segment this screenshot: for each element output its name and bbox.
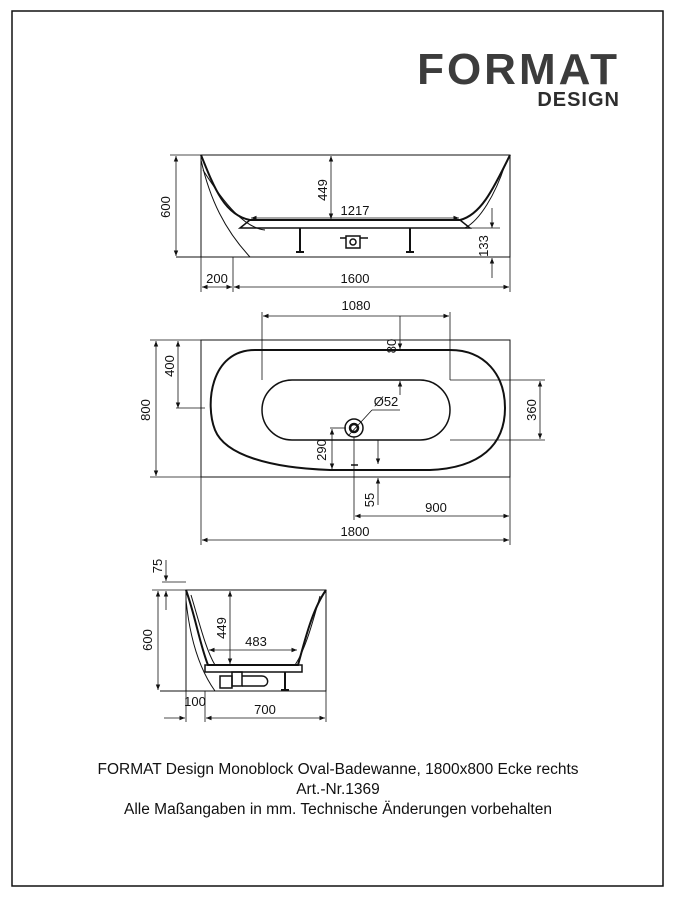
end-view-dimensions: [152, 560, 327, 722]
top-inner-width-label: 360: [524, 399, 539, 421]
side-inner-length-label: 1217: [341, 203, 370, 218]
caption-product: FORMAT Design Monoblock Oval-Badewanne, …: [97, 761, 579, 778]
side-leg-height-label: 133: [476, 235, 491, 257]
sheet-border: [11, 10, 664, 887]
side-view: [176, 154, 511, 258]
brand-name: FORMAT: [417, 45, 620, 94]
side-length-label: 1600: [341, 271, 370, 286]
side-depth-label: 449: [315, 179, 330, 201]
top-overflow-offset-label: 55: [362, 493, 377, 507]
end-inner-width-label: 483: [245, 634, 267, 649]
brand-logo: FORMAT DESIGN: [417, 45, 620, 111]
top-drain-right-label: 900: [425, 500, 447, 515]
end-height-label: 600: [140, 629, 155, 651]
brand-tagline: DESIGN: [537, 89, 620, 111]
top-view-dimensions: [150, 312, 545, 545]
top-view: [200, 339, 511, 478]
top-drain-front-label: 290: [314, 439, 329, 461]
side-view-dimensions: [170, 154, 511, 292]
end-offset-label: 100: [184, 694, 206, 709]
caption-article: Art.-Nr.1369: [296, 781, 380, 798]
side-height-label: 600: [158, 196, 173, 218]
side-offset-label: 200: [206, 271, 228, 286]
caption-note: Alle Maßangaben in mm. Technische Änderu…: [124, 801, 552, 818]
top-half-width-label: 400: [162, 355, 177, 377]
end-depth-label: 449: [214, 617, 229, 639]
top-width-label: 800: [138, 399, 153, 421]
top-drain-diameter-label: Ø52: [374, 394, 399, 409]
end-width-label: 700: [254, 702, 276, 717]
end-rim-label: 75: [150, 559, 165, 573]
top-margin-label: 80: [384, 339, 399, 353]
top-length-label: 1800: [341, 524, 370, 539]
caption: FORMAT Design Monoblock Oval-Badewanne, …: [0, 760, 676, 820]
end-view: [160, 589, 327, 692]
top-inner-length-label: 1080: [342, 298, 371, 313]
